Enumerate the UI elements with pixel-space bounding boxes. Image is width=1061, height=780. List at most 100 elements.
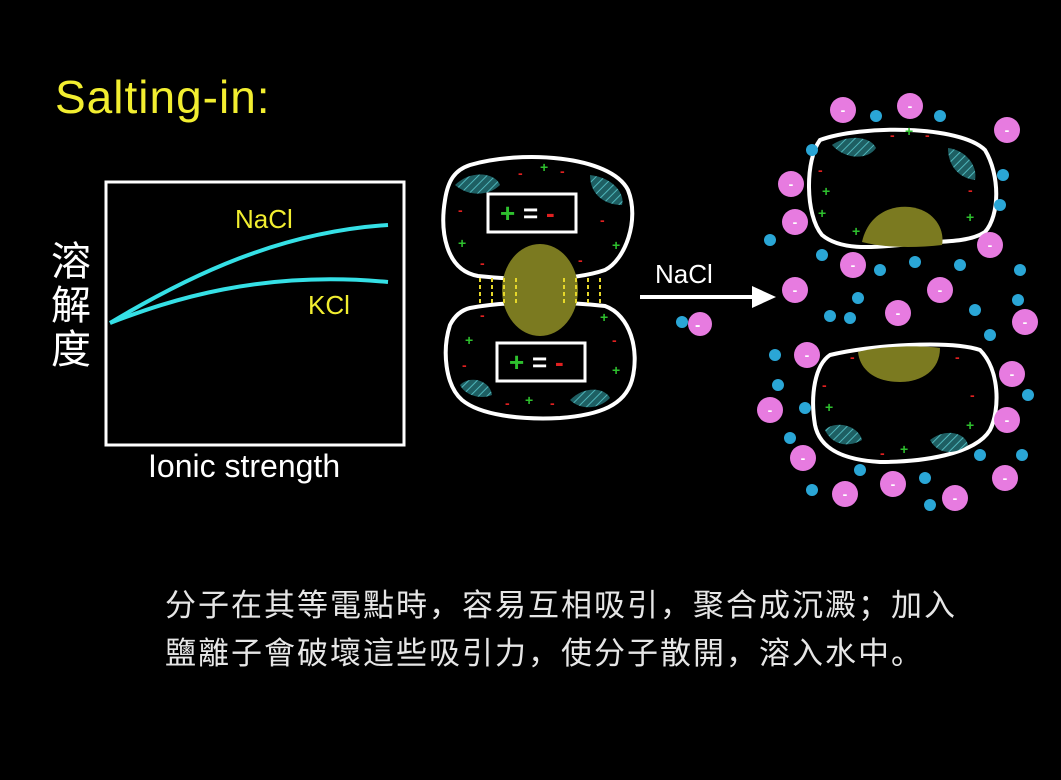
hydrophobic-patch <box>948 148 976 180</box>
charge-box-top <box>486 192 578 234</box>
svg-text:+: + <box>612 362 620 378</box>
surface-charges: - + - - + - + - - + - - + - + - - + <box>458 159 620 411</box>
svg-text:-: - <box>955 349 960 365</box>
caption-line-1: 分子在其等電點時，容易互相吸引，聚合成沉澱；加入 <box>165 588 957 624</box>
svg-text:-: - <box>818 162 823 178</box>
hydrophobic-patch <box>930 432 968 452</box>
svg-text:-: - <box>841 102 846 118</box>
svg-text:-: - <box>988 237 993 253</box>
surface-charges: - + - - + + - + + - - - + - + - + <box>818 123 975 461</box>
cation-ion <box>676 316 688 328</box>
protein-core <box>858 346 940 382</box>
svg-text:-: - <box>480 307 485 323</box>
series-line-nacl <box>108 223 389 325</box>
svg-text:-: - <box>968 182 973 198</box>
svg-text:-: - <box>890 127 895 143</box>
svg-text:-: - <box>953 490 958 506</box>
caption-line-2: 鹽離子會破壞這些吸引力，使分子散開，溶入水中。 <box>165 636 924 672</box>
svg-text:-: - <box>938 282 943 298</box>
svg-text:-: - <box>908 98 913 114</box>
svg-text:-: - <box>1005 412 1010 428</box>
y-axis-label: 溶 解 度 <box>47 240 95 372</box>
svg-text:+: + <box>966 209 974 225</box>
svg-text:-: - <box>480 255 485 271</box>
svg-text:-: - <box>789 176 794 192</box>
svg-text:-: - <box>801 450 806 466</box>
svg-text:-: - <box>822 377 827 393</box>
y-axis-label-char: 度 <box>51 327 91 373</box>
charge-eq-bottom: = <box>532 347 547 377</box>
aggregated-protein-pair: + = - + = - - + - - + - + - - + - - + - … <box>441 155 637 421</box>
svg-text:-: - <box>970 387 975 403</box>
svg-text:+: + <box>458 235 466 251</box>
svg-text:+: + <box>540 159 548 175</box>
protein-right-bottom <box>811 342 999 465</box>
svg-text:+: + <box>900 441 908 457</box>
y-axis-label-char: 解 <box>51 283 91 329</box>
hydrophobic-patch <box>455 174 500 194</box>
x-axis-label: Ionic strength <box>148 448 341 484</box>
hydrophobic-patch <box>570 389 610 408</box>
svg-text:+: + <box>905 123 913 139</box>
svg-text:-: - <box>843 486 848 502</box>
svg-text:-: - <box>896 305 901 321</box>
svg-text:+: + <box>966 417 974 433</box>
svg-text:+: + <box>825 399 833 415</box>
charge-minus-top: - <box>546 198 555 228</box>
svg-text:-: - <box>891 476 896 492</box>
svg-text:-: - <box>505 395 510 411</box>
charge-box-bottom <box>495 341 587 383</box>
series-line-kcl <box>109 277 389 325</box>
salt-ions: --- --- --- --- --- --- -- <box>757 93 1038 511</box>
protein-core <box>862 206 943 247</box>
svg-text:-: - <box>1005 122 1010 138</box>
charge-minus-bottom: - <box>555 347 564 377</box>
arrow-label: NaCl <box>655 259 713 289</box>
svg-text:-: - <box>518 165 523 181</box>
svg-text:-: - <box>1010 366 1015 382</box>
hydrophobic-patch <box>832 137 876 157</box>
arrow-head-icon <box>752 286 776 308</box>
charge-plus-top: + <box>500 198 515 228</box>
svg-text:-: - <box>560 163 565 179</box>
svg-text:-: - <box>880 445 885 461</box>
svg-text:+: + <box>612 237 620 253</box>
attraction-lines <box>479 278 601 306</box>
svg-text:+: + <box>465 332 473 348</box>
svg-text:-: - <box>925 127 930 143</box>
charge-eq-top: = <box>523 198 538 228</box>
svg-text:-: - <box>600 212 605 228</box>
svg-text:-: - <box>805 347 810 363</box>
svg-text:-: - <box>578 252 583 268</box>
plot-frame <box>104 180 406 447</box>
svg-text:-: - <box>1023 314 1028 330</box>
anion-sign: - <box>695 317 700 334</box>
legend-nacl: NaCl <box>235 204 293 234</box>
svg-text:-: - <box>793 282 798 298</box>
svg-text:-: - <box>612 332 617 348</box>
svg-text:-: - <box>1003 470 1008 486</box>
charge-plus-bottom: + <box>509 347 524 377</box>
legend-kcl: KCl <box>308 290 350 320</box>
protein-core <box>502 244 578 336</box>
svg-text:-: - <box>851 257 856 273</box>
hydrophobic-patch <box>460 379 492 397</box>
hydrophobic-patch <box>590 175 623 205</box>
y-axis-label-char: 溶 <box>51 239 91 285</box>
anion-ion <box>688 312 712 336</box>
svg-text:-: - <box>850 349 855 365</box>
svg-text:-: - <box>768 402 773 418</box>
protein-right-top <box>807 127 999 250</box>
hydrophobic-patch <box>825 424 862 445</box>
svg-text:-: - <box>550 395 555 411</box>
svg-text:-: - <box>793 214 798 230</box>
slide-title: Salting-in: <box>55 71 271 123</box>
svg-text:-: - <box>462 357 467 373</box>
svg-text:-: - <box>458 202 463 218</box>
svg-text:+: + <box>600 309 608 325</box>
svg-text:+: + <box>818 205 826 221</box>
svg-text:+: + <box>525 392 533 408</box>
svg-text:+: + <box>822 183 830 199</box>
svg-text:+: + <box>852 223 860 239</box>
